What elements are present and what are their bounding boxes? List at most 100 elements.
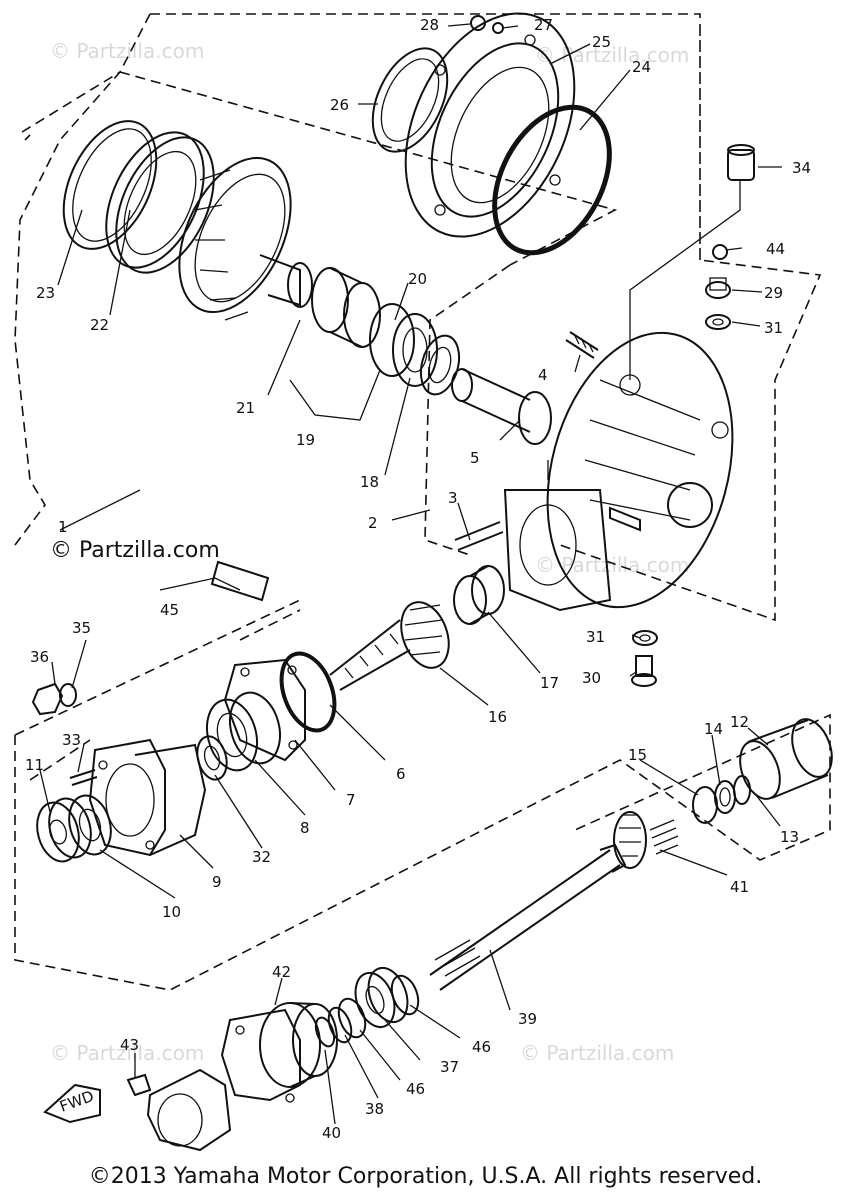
callout-34: 34 — [792, 159, 811, 177]
callout-7: 7 — [346, 791, 356, 809]
callout-37: 37 — [440, 1058, 459, 1076]
callout-11: 11 — [25, 756, 44, 774]
callout-39: 39 — [518, 1010, 537, 1028]
retainer-8 — [206, 691, 281, 772]
collar-15 — [692, 786, 718, 824]
callout-29: 29 — [764, 284, 783, 302]
washer-40 — [314, 1016, 336, 1048]
callout-31-bottom: 31 — [586, 628, 605, 646]
callout-labels: 1 2 3 4 5 6 7 8 9 10 11 12 13 14 15 16 1… — [25, 16, 811, 1142]
spring-14 — [714, 780, 736, 814]
o-ring-24 — [492, 104, 612, 256]
flange-11 — [36, 797, 92, 863]
bearing-19 — [311, 267, 438, 387]
pinion-gear-16 — [329, 601, 450, 691]
bearing-cover-25 — [404, 12, 576, 238]
callout-9: 9 — [212, 873, 222, 891]
housing-9 — [88, 738, 207, 857]
forward-arrow-icon: FWD — [43, 1083, 101, 1124]
gear-case-2 — [503, 331, 734, 612]
drive-shaft-39 — [429, 843, 627, 991]
callout-16: 16 — [488, 708, 507, 726]
washer-13 — [733, 775, 751, 805]
drain-plug-30 — [631, 655, 657, 687]
callout-17: 17 — [540, 674, 559, 692]
nut-36 — [31, 682, 64, 716]
upper-assembly-boundary — [14, 13, 822, 622]
callout-33: 33 — [62, 731, 81, 749]
callout-27: 27 — [534, 16, 553, 34]
callout-25: 25 — [592, 33, 611, 51]
callout-30: 30 — [582, 669, 601, 687]
callout-18: 18 — [360, 473, 379, 491]
watermark: © Partzilla.com — [50, 538, 220, 563]
callout-1: 1 — [58, 518, 68, 536]
callout-44: 44 — [766, 240, 785, 258]
callout-4: 4 — [538, 366, 548, 384]
copyright-notice: ©2013 Yamaha Motor Corporation, U.S.A. A… — [88, 1164, 763, 1189]
shaft-5 — [451, 368, 552, 445]
callout-15: 15 — [628, 746, 647, 764]
callout-21: 21 — [236, 399, 255, 417]
callout-6: 6 — [396, 765, 406, 783]
bolt-43 — [126, 1073, 152, 1097]
leader-lines — [39, 23, 782, 1125]
callout-5: 5 — [470, 449, 480, 467]
callout-28: 28 — [420, 16, 439, 34]
bolt-33 — [69, 769, 98, 786]
washer-35 — [59, 683, 77, 707]
callout-42: 42 — [272, 963, 291, 981]
callout-43: 43 — [120, 1036, 139, 1054]
callout-8: 8 — [300, 819, 310, 837]
shaft-boundary — [29, 609, 301, 781]
bolt-27 — [492, 22, 504, 34]
watermark: © Partzilla.com — [535, 553, 689, 577]
bearing-22 — [105, 131, 215, 274]
callout-19: 19 — [296, 431, 315, 449]
bearing-37 — [354, 966, 409, 1029]
watermark: © Partzilla.com — [535, 43, 689, 67]
shim-38 — [327, 1006, 353, 1044]
gasket-7 — [223, 658, 306, 762]
bearing-17 — [453, 565, 505, 625]
stud-4 — [565, 331, 599, 359]
callout-3: 3 — [448, 489, 458, 507]
seal-ring-23 — [62, 120, 158, 250]
callout-10: 10 — [162, 903, 181, 921]
circlip-46-lower — [337, 997, 367, 1039]
oil-seal-18 — [419, 334, 461, 396]
watermark: © Partzilla.com — [520, 1041, 674, 1065]
adjacent-housing — [146, 1068, 232, 1152]
stud-3 — [454, 521, 504, 551]
fwd-label: FWD — [57, 1087, 96, 1116]
callout-22: 22 — [90, 316, 109, 334]
callout-41: 41 — [730, 878, 749, 896]
callout-38: 38 — [365, 1100, 384, 1118]
seal-10 — [68, 794, 112, 856]
label-45 — [210, 560, 270, 602]
cap-34 — [727, 144, 755, 181]
callout-2: 2 — [368, 514, 378, 532]
callout-24: 24 — [632, 58, 651, 76]
washer-28 — [470, 15, 486, 31]
lower-assembly-boundary — [14, 599, 831, 991]
bolt-44 — [712, 244, 728, 260]
callout-46-upper: 46 — [472, 1038, 491, 1056]
gear-41 — [613, 811, 679, 869]
bearing-housing-42 — [220, 1002, 338, 1103]
callout-35: 35 — [72, 619, 91, 637]
callout-14: 14 — [704, 720, 723, 738]
plug-29 — [705, 277, 731, 299]
watermark: © Partzilla.com — [50, 1041, 204, 1065]
callout-12: 12 — [730, 713, 749, 731]
callout-13: 13 — [780, 828, 799, 846]
callout-40: 40 — [322, 1124, 341, 1142]
callout-46-lower: 46 — [406, 1080, 425, 1098]
callout-20: 20 — [408, 270, 427, 288]
callout-45: 45 — [160, 601, 179, 619]
gasket-31-top — [705, 314, 731, 330]
callout-26: 26 — [330, 96, 349, 114]
oil-seal-26 — [371, 47, 449, 153]
gear-box-boundary — [21, 71, 511, 556]
gasket-31-bottom — [632, 630, 658, 646]
